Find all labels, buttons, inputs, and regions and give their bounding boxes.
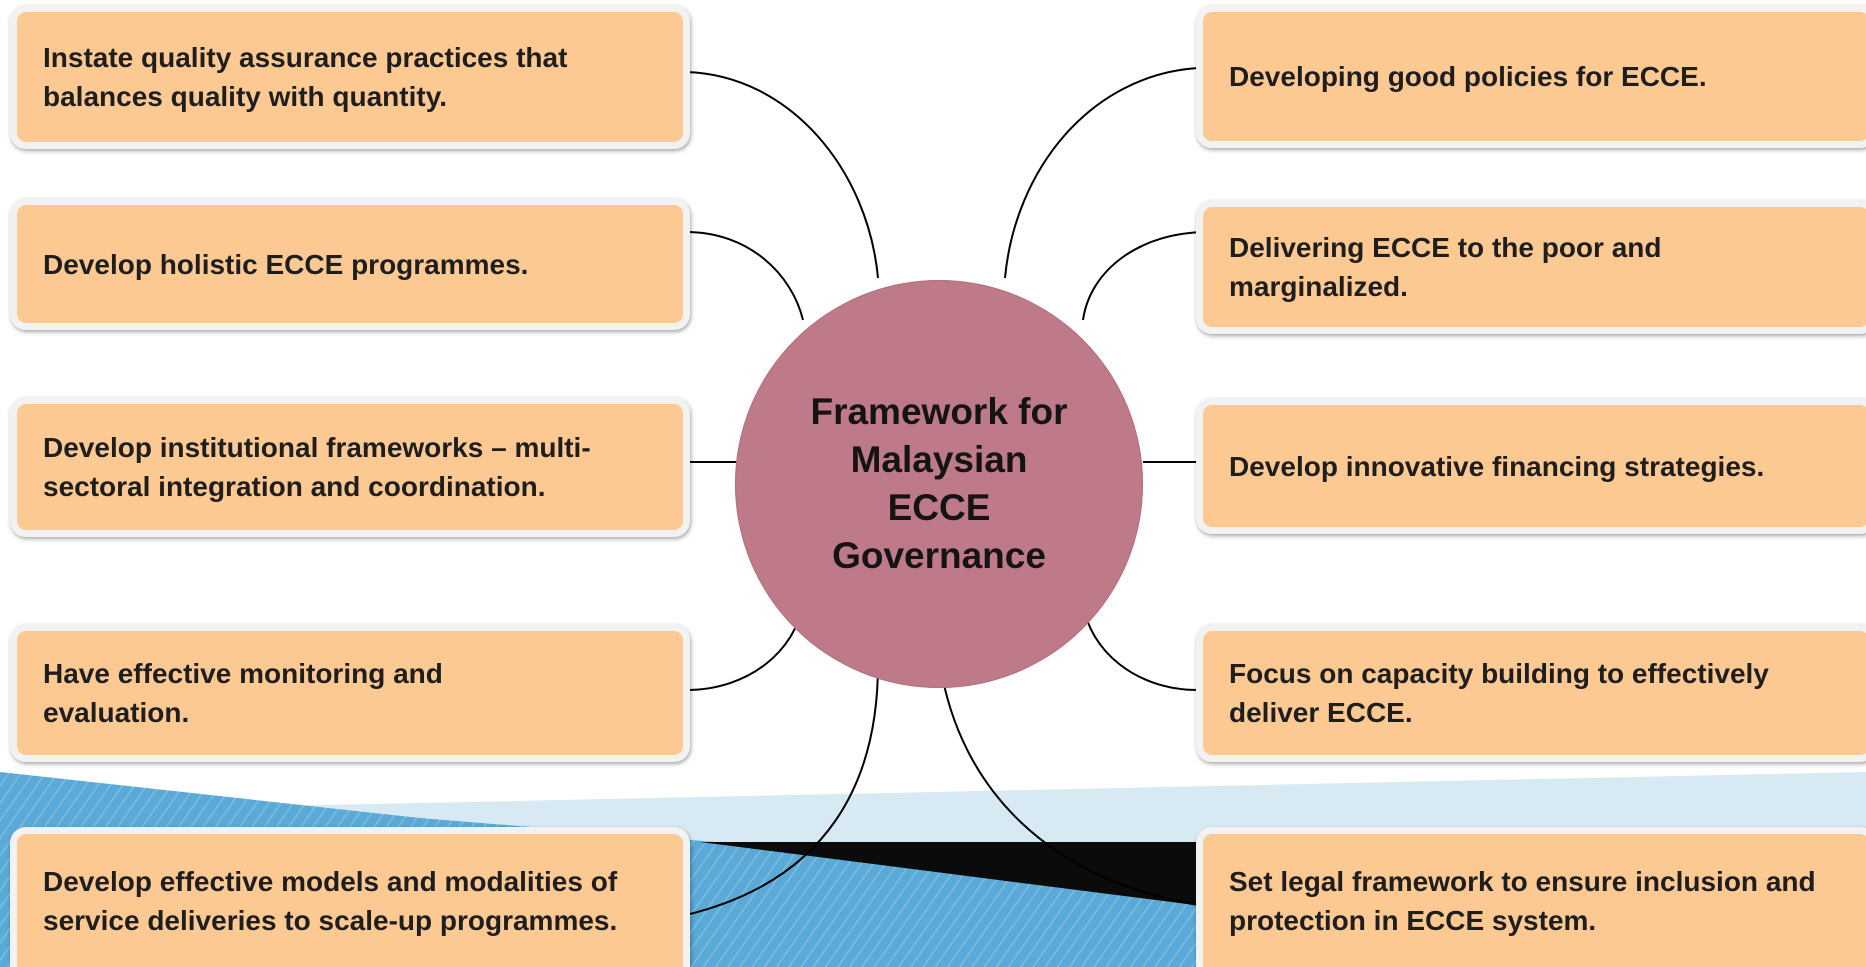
- left-item-service-delivery-models: Develop effective models and modalities …: [10, 827, 690, 967]
- left-item-text: Instate quality assurance practices that…: [43, 42, 568, 112]
- left-item-text: Develop holistic ECCE programmes.: [43, 248, 529, 280]
- right-item-legal-framework: Set legal framework to ensure inclusion …: [1196, 827, 1866, 967]
- right-item-text: Delivering ECCE to the poor and marginal…: [1229, 232, 1662, 302]
- left-item-text: Develop institutional frameworks – multi…: [43, 432, 591, 502]
- right-item-capacity-building: Focus on capacity building to effectivel…: [1196, 624, 1866, 762]
- right-item-text: Developing good policies for ECCE.: [1229, 61, 1707, 92]
- right-item-text: Develop innovative financing strategies.: [1229, 450, 1765, 482]
- right-item-text: Set legal framework to ensure inclusion …: [1229, 865, 1816, 936]
- right-item-poor-marginalized: Delivering ECCE to the poor and marginal…: [1196, 200, 1866, 334]
- left-item-quality-assurance: Instate quality assurance practices that…: [10, 5, 690, 149]
- left-item-holistic-programmes: Develop holistic ECCE programmes.: [10, 198, 690, 330]
- hub-circle: Framework for Malaysian ECCE Governance: [735, 280, 1143, 688]
- left-item-institutional-frameworks: Develop institutional frameworks – multi…: [10, 397, 690, 537]
- right-item-text: Focus on capacity building to effectivel…: [1229, 658, 1769, 728]
- left-item-text: Have effective monitoring and evaluation…: [43, 658, 443, 728]
- right-item-good-policies: Developing good policies for ECCE.: [1196, 5, 1866, 148]
- left-item-text: Develop effective models and modalities …: [43, 865, 618, 936]
- right-item-innovative-financing: Develop innovative financing strategies.: [1196, 398, 1866, 534]
- left-item-monitoring-evaluation: Have effective monitoring and evaluation…: [10, 624, 690, 762]
- hub-label: Framework for Malaysian ECCE Governance: [810, 391, 1068, 576]
